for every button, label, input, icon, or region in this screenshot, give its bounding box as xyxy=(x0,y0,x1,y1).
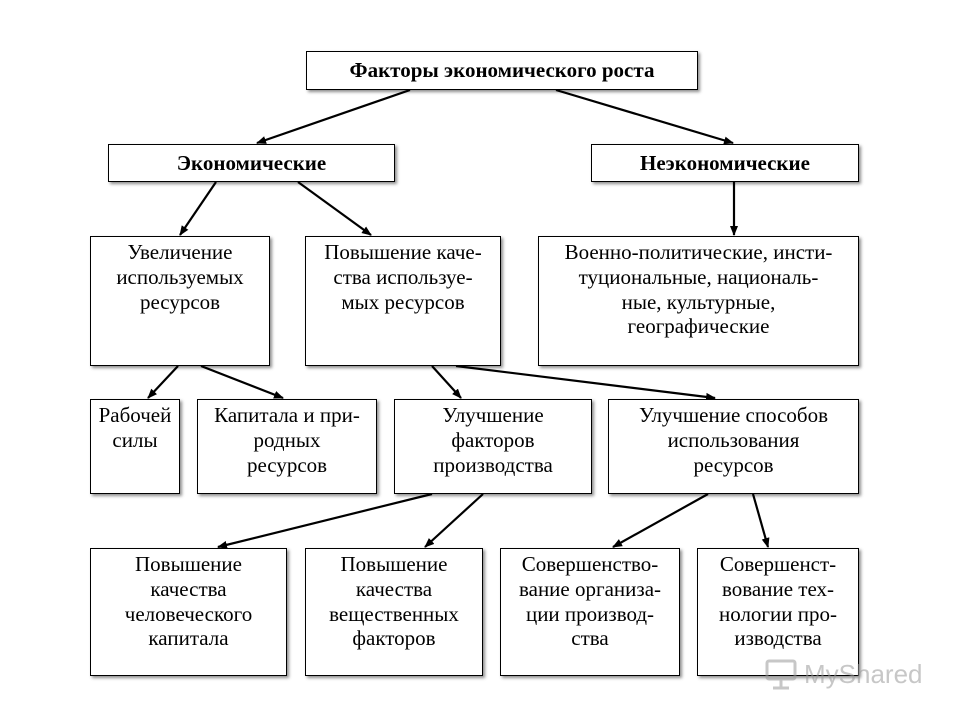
labor-node: Рабочей силы xyxy=(90,399,180,494)
root-node: Факторы экономического роста xyxy=(306,51,698,90)
arrow-economic-to-quality xyxy=(297,181,372,236)
arrow-increase-to-capital xyxy=(200,364,284,400)
economic-node: Экономические xyxy=(108,144,395,182)
arrow-economic-to-increase xyxy=(179,181,217,236)
material-factors-label: Повышение качества вещественных факторов xyxy=(329,552,459,651)
improve-factors-label: Улучшение факторов производства xyxy=(433,403,553,477)
arrow-improve-factors-to-material xyxy=(424,493,484,548)
labor-label: Рабочей силы xyxy=(98,403,172,452)
technology-node: Совершенст- вование тех- нологии про- из… xyxy=(697,548,859,676)
arrow-increase-to-labor xyxy=(147,365,179,399)
arrow-quality-to-improve-methods xyxy=(455,364,716,401)
watermark: MyShared xyxy=(764,654,923,694)
improve-methods-label: Улучшение способов использования ресурсо… xyxy=(638,403,829,477)
economic-label: Экономические xyxy=(176,150,327,175)
root-label: Факторы экономического роста xyxy=(349,58,655,83)
arrow-root-to-non-economic xyxy=(555,88,734,145)
human-capital-node: Повышение качества человеческого капитал… xyxy=(90,548,287,676)
capital-node: Капитала и при- родных ресурсов xyxy=(197,399,377,494)
arrow-improve-factors-to-human-capital xyxy=(217,492,433,549)
increase-resources-label: Увеличение используемых ресурсов xyxy=(116,240,244,314)
improve-factors-node: Улучшение факторов производства xyxy=(394,399,592,494)
arrow-quality-to-improve-factors xyxy=(431,365,462,399)
organization-label: Совершенство- вание организа- ции произв… xyxy=(518,552,662,651)
capital-label: Капитала и при- родных ресурсов xyxy=(214,403,360,477)
human-capital-label: Повышение качества человеческого капитал… xyxy=(124,552,253,651)
technology-label: Совершенст- вование тех- нологии про- из… xyxy=(718,552,837,651)
non-economic-detail-label: Военно-политические, инсти- туциональные… xyxy=(564,240,833,339)
non-economic-label: Неэкономические xyxy=(640,150,810,175)
material-factors-node: Повышение качества вещественных факторов xyxy=(305,548,483,676)
improve-methods-node: Улучшение способов использования ресурсо… xyxy=(608,399,859,494)
quality-resources-label: Повышение каче- ства используе- мых ресу… xyxy=(324,240,482,314)
watermark-text: MyShared xyxy=(804,658,923,689)
non-economic-node: Неэкономические xyxy=(591,144,859,182)
presentation-board-icon xyxy=(765,659,797,690)
organization-node: Совершенство- вание организа- ции произв… xyxy=(500,548,680,676)
arrow-improve-methods-to-technology xyxy=(751,493,770,548)
arrow-root-to-economic xyxy=(256,88,411,145)
non-economic-detail-node: Военно-политические, инсти- туциональные… xyxy=(538,236,859,366)
arrow-improve-methods-to-organization xyxy=(612,493,709,548)
increase-resources-node: Увеличение используемых ресурсов xyxy=(90,236,270,366)
quality-resources-node: Повышение каче- ства используе- мых ресу… xyxy=(305,236,501,366)
